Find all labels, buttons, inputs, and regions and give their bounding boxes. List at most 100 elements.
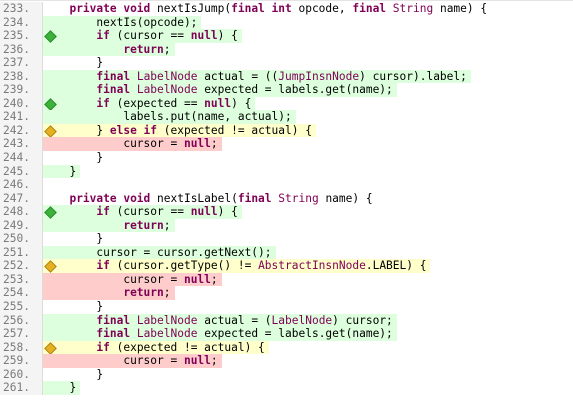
line-number: 252. [0, 259, 43, 273]
line-number: 233. [0, 2, 43, 16]
code-line: 252. if (cursor.getType() != AbstractIns… [0, 259, 491, 274]
code-token: ) { [217, 205, 238, 219]
code-text [43, 178, 54, 192]
code-token: ; [163, 218, 171, 232]
code-line: 261. } [0, 381, 491, 395]
covered-code: cursor = cursor.getNext(); [42, 245, 276, 260]
code-line: 249. return; [0, 218, 491, 233]
code-text: } [96, 56, 107, 70]
code-token: nextIsJump( [150, 2, 232, 15]
code-line: 248. if (cursor == null) { [0, 205, 491, 220]
code-text-cell: private void nextIsLabel(final String na… [42, 192, 491, 206]
not-covered-code: cursor = null; [42, 354, 222, 368]
code-text-cell [42, 178, 491, 192]
code-token: actual = (( [197, 69, 279, 83]
keyword-token: if [96, 96, 110, 110]
code-line: 255. } [0, 300, 491, 314]
code-text-cell: } [42, 56, 491, 70]
code-text-cell: private void nextIsJump(final int opcode… [42, 2, 491, 16]
code-token: expected = labels.get(name); [197, 83, 393, 97]
code-line: 250. } [0, 232, 491, 246]
indent [43, 2, 70, 15]
code-line: 238. final LabelNode actual = ((JumpInsn… [0, 69, 491, 84]
code-line: 235. if (cursor == null) { [0, 29, 491, 43]
code-token: cursor = cursor.getNext(); [96, 245, 272, 259]
code-line: 260. } [0, 367, 491, 382]
code-text-cell: if (cursor.getType() != AbstractInsnNode… [42, 259, 491, 274]
code-text-cell: final LabelNode expected = labels.get(na… [42, 83, 491, 97]
line-number: 236. [0, 42, 43, 57]
covered-code: } [42, 164, 81, 179]
keyword-token: null [183, 272, 211, 286]
indent [43, 232, 97, 245]
line-number: 234. [0, 15, 43, 30]
keyword-token: private void [69, 191, 151, 205]
code-token: (expected == [109, 96, 205, 110]
not-covered-code: return; [42, 286, 175, 301]
code-text-cell: } [42, 368, 491, 382]
code-token [130, 327, 137, 340]
code-line: 243. cursor = null; [0, 137, 491, 152]
indent [43, 192, 70, 205]
code-token: } [96, 300, 104, 314]
type-token: LabelNode [136, 327, 198, 341]
code-token: } [69, 381, 77, 395]
code-text-cell: } [42, 381, 491, 395]
code-token [130, 70, 137, 83]
covered-code: if (cursor == null) { [42, 205, 242, 219]
line-number: 256. [0, 313, 43, 328]
code-token: .LABEL) { [365, 259, 427, 273]
code-token: (cursor.getType() != [109, 259, 259, 273]
type-token: JumpInsnNode [278, 69, 360, 83]
code-line: 247. private void nextIsLabel(final Stri… [0, 191, 491, 206]
line-number: 255. [0, 300, 43, 314]
line-number: 247. [0, 191, 43, 206]
code-token: (cursor == [109, 205, 191, 219]
code-line: 256. final LabelNode actual = (LabelNode… [0, 313, 491, 328]
line-number: 241. [0, 110, 43, 124]
line-number: 243. [0, 137, 43, 152]
code-text-cell: } [42, 300, 491, 314]
covered-code: labels.put(name, actual); [42, 110, 296, 124]
code-text: private void nextIsJump(final int opcode… [69, 2, 491, 16]
keyword-token: if [96, 29, 110, 43]
code-line: 254. return; [0, 286, 491, 301]
code-line: 251. cursor = cursor.getNext(); [0, 245, 491, 260]
keyword-token: null [190, 205, 218, 219]
line-number: 240. [0, 96, 43, 111]
code-token: labels.put(name, actual); [123, 110, 292, 124]
code-token [130, 314, 137, 327]
type-token: AbstractInsnNode [258, 259, 366, 273]
code-text-cell: } else if (expected != actual) { [42, 123, 491, 138]
code-token: expected = labels.get(name); [197, 327, 393, 341]
code-text-cell: if (cursor == null) { [42, 29, 491, 43]
keyword-token: null [183, 354, 211, 368]
covered-code: } [42, 381, 81, 395]
line-number: 253. [0, 272, 43, 287]
code-token: nextIsLabel( [150, 191, 238, 205]
code-text: } [96, 300, 107, 314]
covered-code: return; [42, 42, 175, 57]
code-text-cell: if (cursor == null) { [42, 205, 491, 220]
code-text-cell: if (expected == null) { [42, 96, 491, 111]
line-number: 239. [0, 83, 43, 97]
keyword-token: final [352, 2, 387, 15]
code-text-cell: if (expected != actual) { [42, 340, 491, 355]
indent [43, 368, 97, 381]
line-number: 245. [0, 164, 43, 179]
code-token [130, 83, 137, 96]
code-text: } [96, 368, 107, 382]
keyword-token: return [123, 42, 164, 56]
code-text-cell: final LabelNode actual = ((JumpInsnNode)… [42, 69, 491, 84]
line-number: 258. [0, 340, 43, 355]
line-number: 250. [0, 232, 43, 246]
code-text-cell: final LabelNode actual = (LabelNode) cur… [42, 313, 491, 328]
code-text-cell: cursor = null; [42, 272, 491, 287]
code-line: 239. final LabelNode expected = labels.g… [0, 83, 491, 97]
code-line: 258. if (expected != actual) { [0, 340, 491, 355]
keyword-token: if [96, 259, 110, 273]
keyword-token: return [123, 286, 164, 300]
code-line: 244. } [0, 151, 491, 165]
covered-code: if (expected == null) { [42, 96, 256, 111]
